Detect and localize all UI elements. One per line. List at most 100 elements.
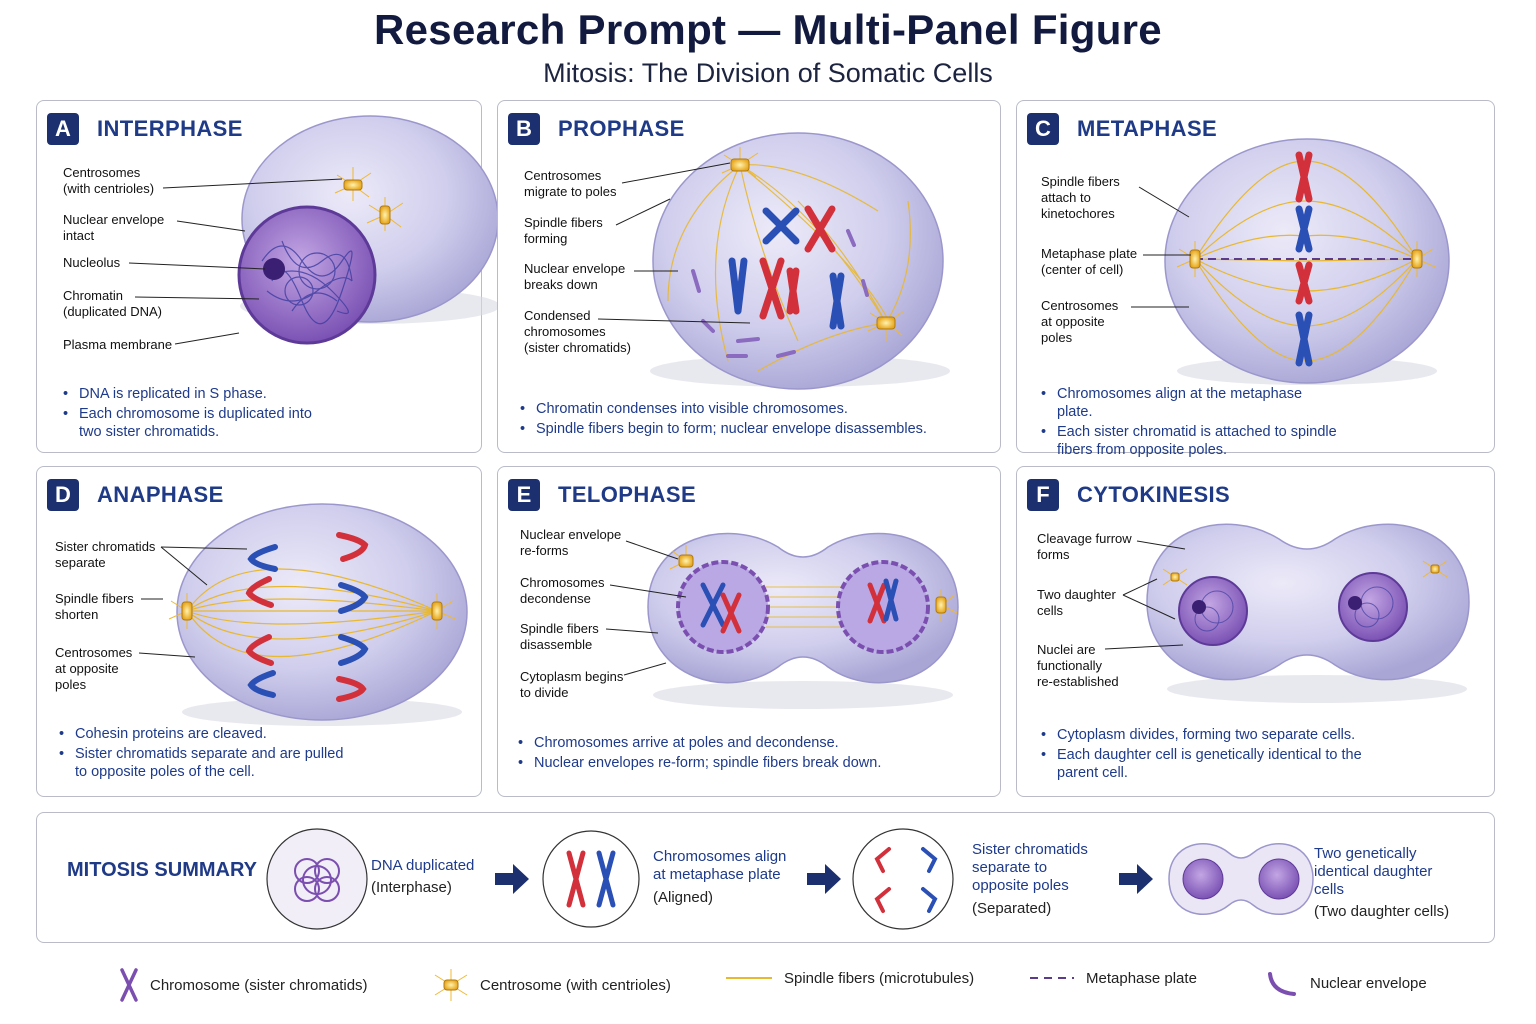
legend-item-chromosome: Chromosome (sister chromatids) [118,968,368,1002]
label-spindle-attach: Spindle fibers attach to kinetochores [1041,174,1120,221]
centrosome-left [1162,568,1188,586]
legend-item-nuclear-envelope: Nuclear envelope [1266,968,1427,998]
bullet: Spindle fibers begin to form; nuclear en… [518,420,988,438]
nucleolus-left [1192,600,1206,614]
label-chromatids-separate: Sister chromatids separate [55,539,156,570]
spindle-fibers [766,586,848,628]
bullet: Cytoplasm divides, forming two separate … [1039,726,1369,744]
summary-step-1-text: DNA duplicated [371,857,475,874]
legend-label: Centrosome (with centrioles) [480,976,671,994]
centrosome-bottom [867,310,905,341]
summary-illustration [266,828,1314,930]
metaphase-leader-lines [1131,186,1191,308]
bullet: DNA is replicated in S phase. [61,385,321,403]
page-title: Research Prompt — Multi-Panel Figure [374,6,1162,53]
summary-step-3-sub: (Separated) [972,900,1052,917]
panel-letter-c: C [1027,113,1059,145]
label-centrosomes-migrate: Centrosomes migrate to poles [524,168,617,199]
interphase-bullets: DNA is replicated in S phase. Each chrom… [61,385,321,443]
panel-anaphase: D ANAPHASE Sister chromatids separate Sp… [36,466,482,797]
label-spindle-forming: Spindle fibers forming [524,215,603,246]
metaphase-bullets: Chromosomes align at the metaphase plate… [1039,385,1339,461]
prophase-illustration [597,132,950,390]
chromosome-icon [120,968,138,1002]
bullet: Chromatin condenses into visible chromos… [518,400,988,418]
legend-item-spindle: Spindle fibers (microtubules) [724,968,974,988]
chromatin [261,240,353,325]
summary-step-3-icon [852,828,954,930]
nuclear-envelope-left [676,560,770,654]
centrosome-right [366,197,404,231]
nucleus [237,205,377,345]
summary-step-4-icon [1168,843,1314,915]
condensed-chromosomes [728,205,845,330]
panel-f-heading: F CYTOKINESIS [1027,479,1230,511]
centrosome-right [935,589,958,621]
summary-step-2-icon [542,830,640,928]
bullet: Cohesin proteins are cleaved. [57,725,357,743]
centrosome-right [1411,241,1436,277]
telophase-leader-lines [605,540,687,676]
cytokinesis-illustration [1104,523,1470,703]
centrosome-left [334,167,372,201]
label-centrosomes-poles: Centrosomes at opposite poles [55,645,133,692]
anaphase-illustration [138,503,468,726]
legend-label: Metaphase plate [1086,969,1197,987]
label-cleavage-furrow: Cleavage furrow forms [1037,531,1132,562]
label-centrosomes: Centrosomes (with centrioles) [63,165,155,196]
centrosome-right [431,593,456,629]
bullet: Nuclear envelopes re-form; spindle fiber… [516,754,986,772]
panel-b-heading: B PROPHASE [508,113,685,145]
panel-d-heading: D ANAPHASE [47,479,224,511]
panel-prophase: B PROPHASE Centrosomes migrate to poles … [497,100,1001,453]
interphase-leader-lines [128,178,343,345]
label-chromatin: Chromatin (duplicated DNA) [63,288,162,319]
panel-letter-a: A [47,113,79,145]
summary-step-2-text: Chromosomes align at metaphase plate [653,848,787,883]
spindle-fibers [186,568,438,658]
daughter-nucleus-left [1178,576,1248,646]
telophase-illustration [605,532,959,709]
prophase-bullets: Chromatin condenses into visible chromos… [518,400,988,440]
panel-a-heading: A INTERPHASE [47,113,243,145]
centrosome-left [669,545,694,570]
panel-title-interphase: INTERPHASE [97,116,243,141]
telophase-bullets: Chromosomes arrive at poles and deconden… [516,734,986,774]
legend-label: Chromosome (sister chromatids) [150,976,368,994]
panel-c-heading: C METAPHASE [1027,113,1217,145]
panel-e-heading: E TELOPHASE [508,479,696,511]
panel-letter-e: E [508,479,540,511]
bullet: Each chromosome is duplicated into two s… [61,405,321,441]
summary-step-1-icon [266,828,368,930]
summary-title: MITOSIS SUMMARY [67,859,258,881]
panel-interphase: A INTERPHASE Centrosomes (with centriole… [36,100,500,453]
bullet: Each daughter cell is genetically identi… [1039,746,1369,782]
nuclear-envelope-icon [1268,972,1296,996]
interphase-illustration [128,115,500,345]
panel-title-metaphase: METAPHASE [1077,116,1218,141]
metaphase-illustration [1131,138,1450,385]
label-metaphase-plate: Metaphase plate (center of cell) [1041,246,1138,277]
summary-step-1-sub: (Interphase) [371,879,452,896]
panel-title-telophase: TELOPHASE [558,482,697,507]
panel-letter-d: D [47,479,79,511]
label-condensed-chromosomes: Condensed chromosomes (sister chromatids… [524,308,631,355]
panel-title-cytokinesis: CYTOKINESIS [1077,482,1231,507]
aligned-chromosomes [1295,151,1313,367]
label-two-daughter-cells: Two daughter cells [1037,587,1116,618]
centrosome-left [168,593,193,629]
panel-letter-b: B [508,113,540,145]
bullet: Each sister chromatid is attached to spi… [1039,423,1339,459]
label-spindle-disassemble: Spindle fibers disassemble [520,621,599,652]
summary-step-4-sub: (Two daughter cells) [1314,903,1450,920]
daughter-nucleus-right [1338,572,1408,642]
nuclear-envelope-fragments [691,229,869,358]
centrosome-left [1176,241,1201,277]
legend-label: Spindle fibers (microtubules) [784,969,975,987]
label-envelope-breaks: Nuclear envelope breaks down [524,261,626,292]
anaphase-leader-lines [138,546,248,658]
panel-letter-f: F [1027,479,1059,511]
label-cytoplasm-divide: Cytoplasm begins to divide [520,669,624,700]
arrow-2 [807,864,841,894]
panel-title-prophase: PROPHASE [558,116,685,141]
